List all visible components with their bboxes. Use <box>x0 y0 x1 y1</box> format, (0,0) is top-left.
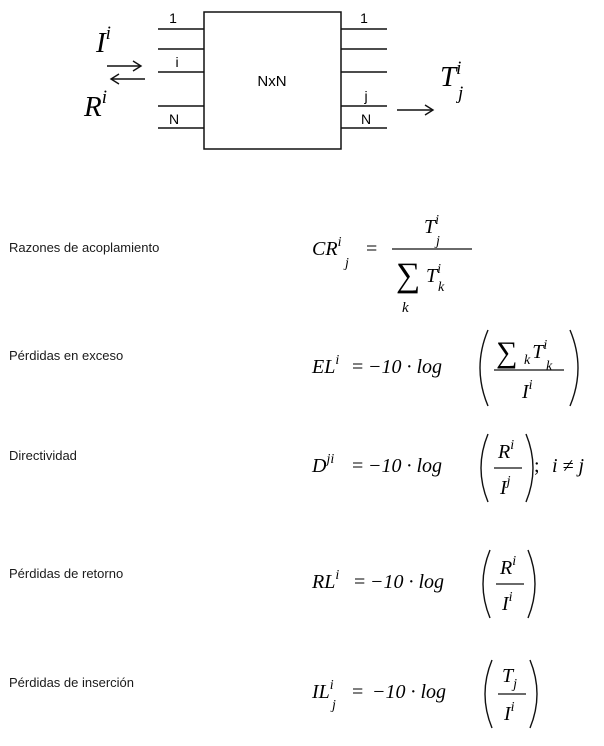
formula-directivity: Dji = −10 · log Ri Ij ; i ≠ j <box>311 418 602 520</box>
rl-lhs: RLi <box>311 568 339 593</box>
input-arrow <box>107 60 143 72</box>
right-port-label-1: 1 <box>360 10 368 26</box>
el-right-paren <box>569 329 579 407</box>
left-ports <box>158 28 204 129</box>
d-condition: i ≠ j <box>552 455 585 477</box>
il-minus-ten-log: −10 · log <box>372 681 446 703</box>
d-separator: ; <box>534 455 540 477</box>
el-minus-ten-log: −10 · log <box>368 356 442 378</box>
d-denominator: Ij <box>499 474 511 499</box>
d-equals: = <box>352 455 363 477</box>
cr-sum-sign: ∑ <box>396 257 420 294</box>
il-denominator: Ii <box>503 700 515 725</box>
reflected-signal-label: Ri <box>83 87 107 123</box>
right-ports <box>341 28 387 129</box>
formula-return-loss: RLi = −10 · log Ri Ii <box>311 534 572 636</box>
il-right-paren <box>529 659 538 729</box>
rl-minus-ten-log: −10 · log <box>370 571 444 593</box>
rl-left-paren <box>482 549 491 619</box>
el-equals: = <box>352 356 363 378</box>
rl-right-paren <box>527 549 536 619</box>
row-label-excess-loss: Pérdidas en exceso <box>9 348 124 363</box>
d-right-paren <box>525 433 534 503</box>
cr-equals: = <box>366 238 377 260</box>
d-lhs: Dji <box>311 452 334 477</box>
d-left-paren <box>480 433 489 503</box>
el-left-paren <box>479 329 489 407</box>
row-label-directivity: Directividad <box>9 448 77 463</box>
row-label-insertion-loss: Pérdidas de inserción <box>9 675 135 690</box>
rl-numerator: Ri <box>499 554 516 579</box>
el-lhs: ELi <box>311 353 339 378</box>
row-label-coupling-ratio: Razones de acoplamiento <box>9 240 160 255</box>
right-port-label-j: j <box>363 88 367 104</box>
coupler-box <box>203 11 342 150</box>
el-sum-sign: ∑ <box>496 336 517 369</box>
d-minus-ten-log: −10 · log <box>368 455 442 477</box>
d-numerator: Ri <box>497 438 514 463</box>
right-port-label-n: N <box>361 111 371 127</box>
il-left-paren <box>484 659 493 729</box>
input-signal-label: Ii <box>95 23 111 59</box>
cr-sum-index: k <box>402 300 409 316</box>
left-port-label-i: i <box>175 54 178 70</box>
output-arrow <box>397 104 435 116</box>
left-port-label-1: 1 <box>169 10 177 26</box>
row-label-return-loss: Pérdidas de retorno <box>9 566 124 581</box>
coupler-box-label: NxN <box>257 73 286 90</box>
rl-equals: = <box>354 571 365 593</box>
el-denominator: Ii <box>521 378 533 403</box>
cr-lhs: CRij <box>312 235 349 271</box>
reflected-arrow <box>109 73 145 85</box>
rl-denominator: Ii <box>501 590 513 615</box>
left-port-label-n: N <box>169 111 179 127</box>
il-numerator: Tj <box>502 665 517 692</box>
il-equals: = <box>352 681 363 703</box>
